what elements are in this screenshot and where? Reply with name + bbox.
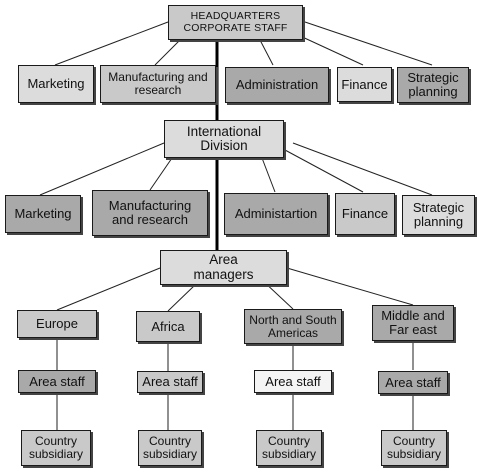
- middle-far-east-area-staff-label: Area staff: [385, 374, 441, 390]
- division-administration-box: Administartion: [224, 193, 328, 235]
- division-marketing-label: Marketing: [14, 206, 72, 222]
- headquarters-label-line2: CORPORATE STAFF: [183, 21, 288, 34]
- middle-far-east-area-staff-box: Area staff: [378, 371, 448, 394]
- middle-far-east-country-subsidiary-box: Country subsidiary: [381, 430, 447, 466]
- region-africa-box: Africa: [136, 311, 200, 342]
- division-finance-label: Finance: [341, 206, 389, 222]
- region-middle-far-east-label: Middle and Far east: [381, 308, 445, 337]
- division-strategic-planning-label: Strategic planning: [412, 200, 465, 229]
- region-europe-label: Europe: [36, 316, 78, 332]
- region-middle-far-east-box: Middle and Far east: [372, 305, 454, 341]
- africa-country-subsidiary-box: Country subsidiary: [138, 430, 202, 466]
- headquarters-box: HEADQUARTERS CORPORATE STAFF: [168, 5, 303, 40]
- hq-finance-label: Finance: [341, 76, 388, 92]
- division-marketing-box: Marketing: [5, 195, 81, 233]
- hq-marketing-box: Marketing: [18, 65, 94, 103]
- africa-area-staff-box: Area staff: [137, 371, 203, 393]
- hq-manufacturing-box: Manufacturing and research: [100, 65, 216, 103]
- americas-country-subsidiary-label: Country subsidiary: [261, 434, 317, 461]
- hq-administration-box: Administration: [225, 67, 329, 103]
- americas-area-staff-box: Area staff: [254, 370, 332, 393]
- area-managers-label-line2: managers: [193, 266, 254, 282]
- hq-marketing-label: Marketing: [27, 76, 85, 92]
- europe-country-subsidiary-label: Country subsidiary: [28, 434, 84, 461]
- europe-area-staff-label: Area staff: [29, 373, 85, 389]
- division-administration-label: Administartion: [234, 206, 318, 222]
- middle-far-east-country-subsidiary-label: Country subsidiary: [386, 434, 442, 461]
- region-americas-box: North and South Americas: [244, 309, 342, 344]
- region-europe-box: Europe: [17, 310, 97, 338]
- americas-area-staff-label: Area staff: [265, 373, 321, 389]
- europe-country-subsidiary-box: Country subsidiary: [21, 430, 91, 466]
- division-strategic-planning-box: Strategic planning: [402, 195, 475, 235]
- headquarters-label-line1: HEADQUARTERS: [190, 10, 281, 23]
- division-finance-box: Finance: [335, 193, 395, 235]
- americas-country-subsidiary-box: Country subsidiary: [256, 430, 322, 466]
- area-managers-box: Area managers: [160, 250, 287, 285]
- region-africa-label: Africa: [151, 318, 185, 334]
- hq-strategic-planning-label: Strategic planning: [407, 70, 459, 99]
- hq-administration-label: Administration: [235, 77, 319, 93]
- hq-finance-box: Finance: [337, 67, 392, 102]
- area-managers-label-line1: Area: [209, 252, 238, 268]
- europe-area-staff-box: Area staff: [18, 370, 96, 393]
- international-division-label-line1: International: [186, 123, 262, 139]
- hq-manufacturing-label: Manufacturing and research: [108, 70, 208, 97]
- division-manufacturing-label: Manufacturing and research: [108, 198, 192, 227]
- division-manufacturing-box: Manufacturing and research: [92, 190, 208, 236]
- africa-area-staff-label: Area staff: [142, 374, 198, 390]
- hq-strategic-planning-box: Strategic planning: [397, 67, 469, 103]
- international-division-box: International Division: [164, 120, 284, 158]
- africa-country-subsidiary-label: Country subsidiary: [143, 434, 198, 461]
- region-americas-label: North and South Americas: [249, 312, 337, 340]
- international-division-label-line2: Division: [200, 138, 248, 153]
